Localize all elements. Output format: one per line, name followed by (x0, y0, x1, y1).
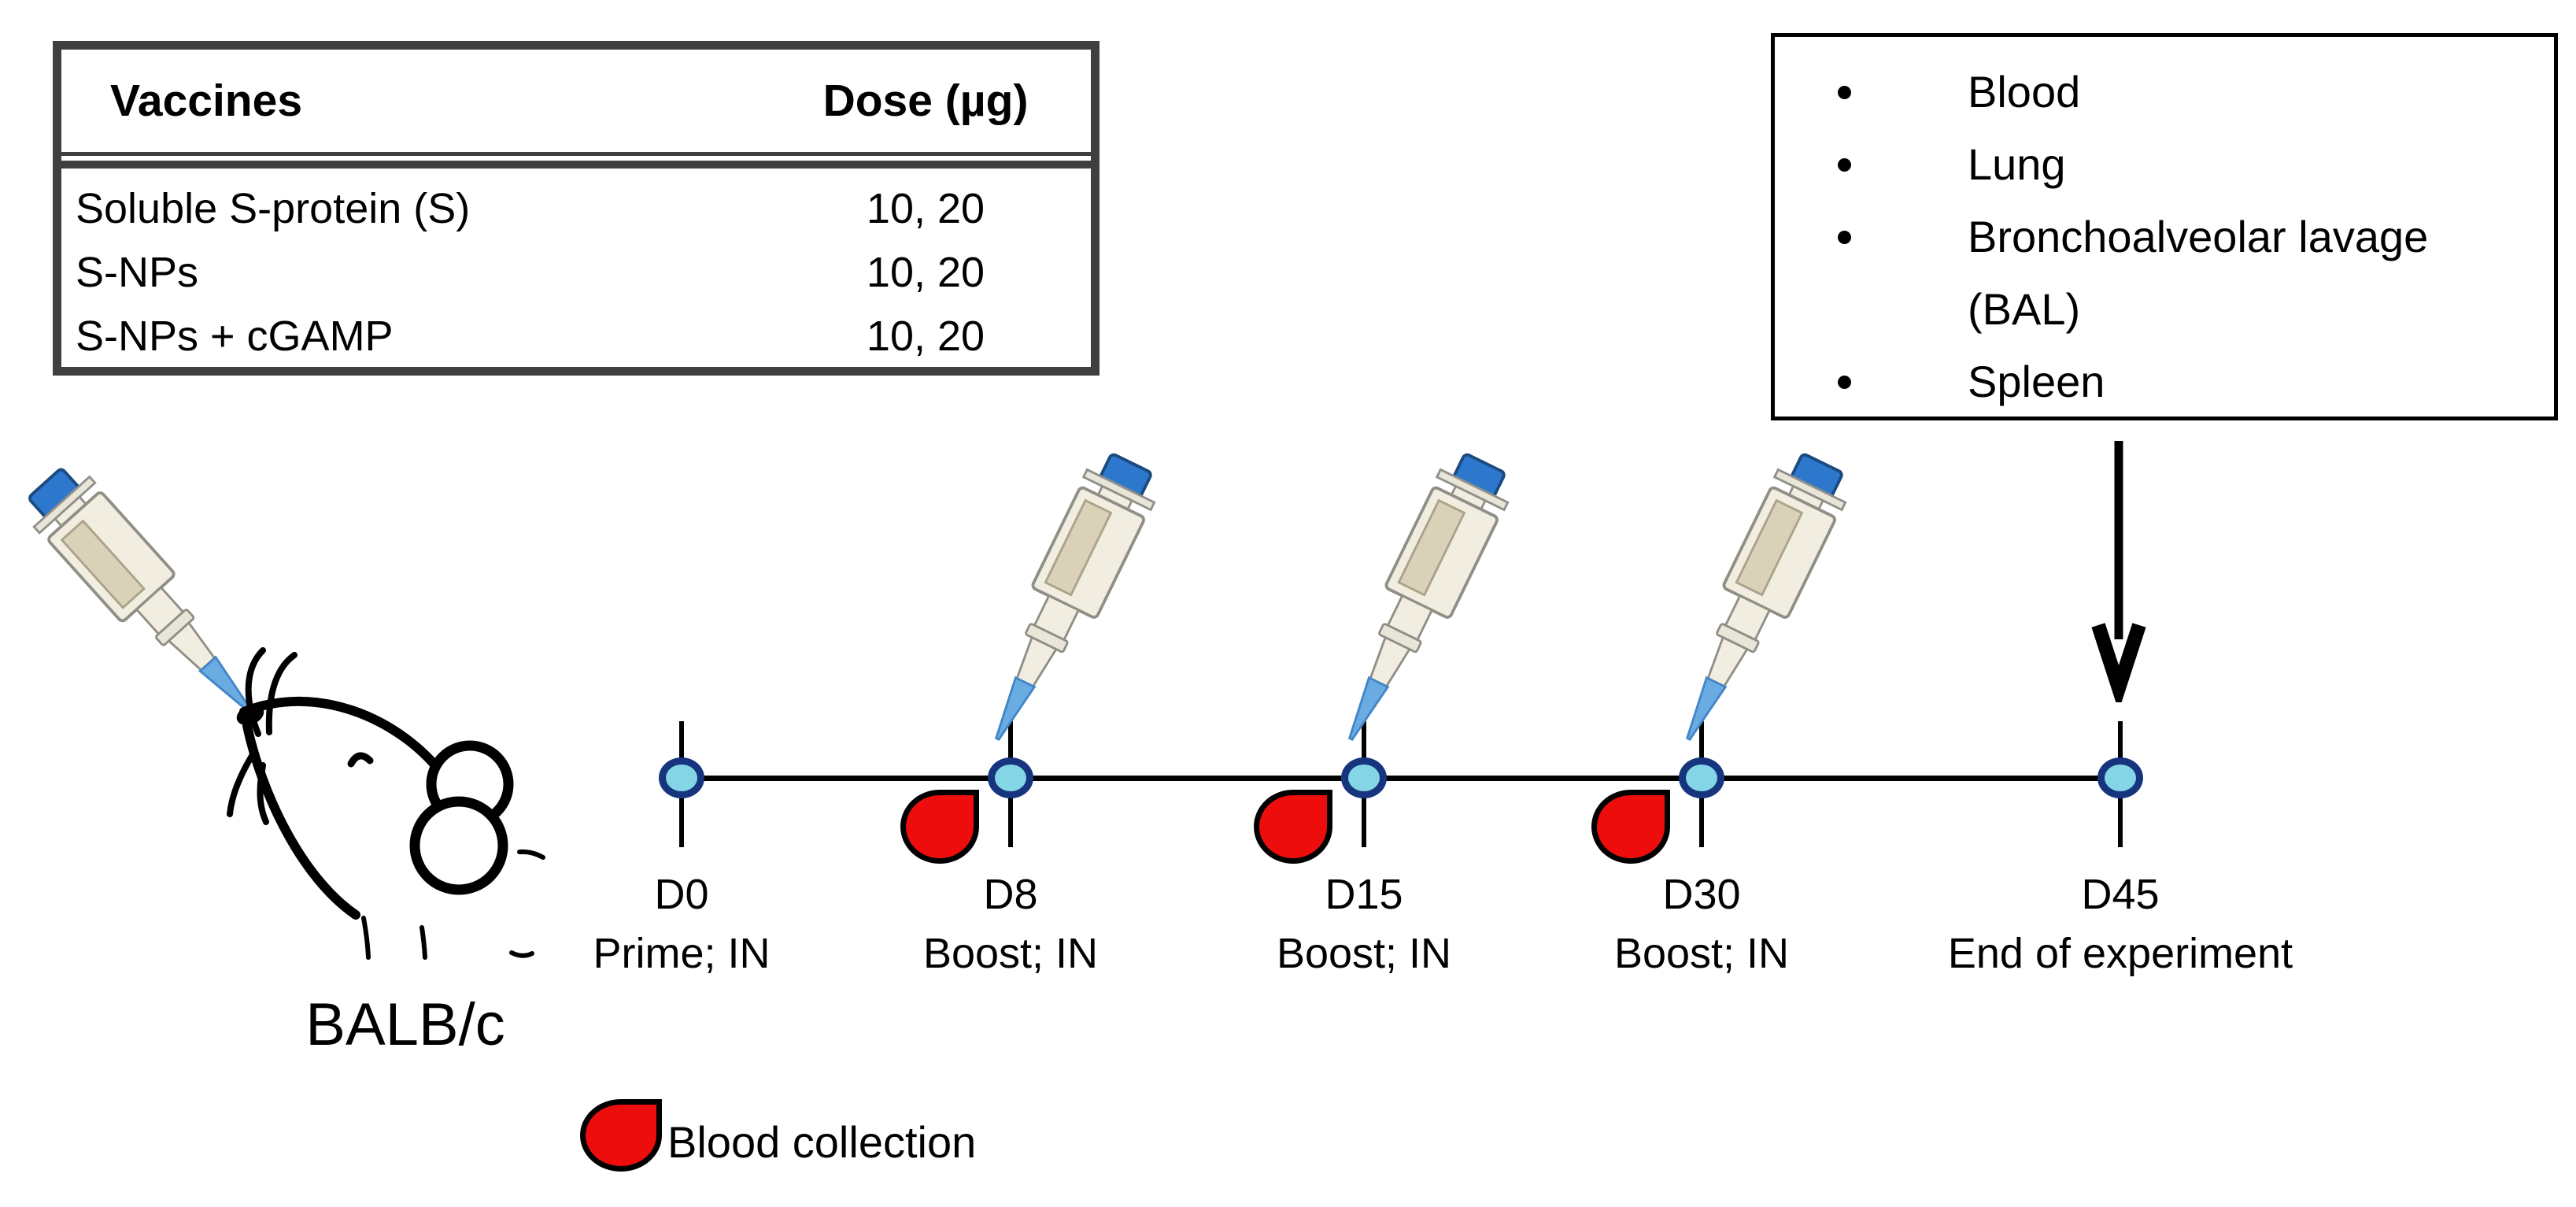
vaccine-dose: 10, 20 (866, 312, 985, 360)
timeline-day-label: D15 (1325, 871, 1403, 918)
pipette-icon (1282, 426, 1554, 775)
vaccine-name: S-NPs + cGAMP (76, 312, 394, 360)
timeline-day-label: D0 (654, 871, 709, 918)
timeline-event-label: Prime; IN (593, 930, 771, 977)
pipette-icon (1620, 426, 1892, 775)
table-header-dose: Dose (µg) (822, 76, 1029, 126)
mouse-icon (227, 647, 545, 960)
table-header-vaccines: Vaccines (110, 76, 303, 126)
down-arrow-icon (2091, 441, 2146, 702)
table-divider-line-thick (61, 161, 1091, 168)
blood-drop-icon (1254, 790, 1332, 864)
sample-item: Bronchoalveolar lavage (BAL) (1775, 201, 2530, 346)
timeline-event-label: Boost; IN (922, 930, 1099, 977)
table-divider-line (61, 152, 1091, 156)
vaccine-dose-table: Vaccines Dose (µg) Soluble S-protein (S)… (53, 41, 1100, 376)
timeline-day-label: D45 (2081, 871, 2160, 918)
timeline-node-icon (1679, 757, 1724, 798)
timeline-day-label: D30 (1662, 871, 1741, 918)
samples-list-box: Blood Lung Bronchoalveolar lavage (BAL) … (1771, 33, 2558, 420)
sample-item: Spleen (1775, 346, 2530, 418)
table-body: Soluble S-protein (S) 10, 20 S-NPs 10, 2… (61, 168, 1091, 368)
vaccine-name: S-NPs (76, 248, 199, 296)
samples-list: Blood Lung Bronchoalveolar lavage (BAL) … (1775, 37, 2554, 418)
timeline-event-label: Boost; IN (1276, 930, 1452, 977)
timeline-node-icon (659, 757, 704, 798)
table-divider-gap (61, 156, 1091, 161)
sample-item: Lung (1775, 128, 2530, 201)
blood-drop-icon (900, 790, 979, 864)
timeline-line (682, 776, 2120, 781)
legend-blood-collection-label: Blood collection (667, 1117, 977, 1167)
table-header-row: Vaccines Dose (µg) (61, 50, 1091, 152)
blood-drop-icon (580, 1099, 662, 1172)
timeline-node-icon (988, 757, 1033, 798)
timeline-event-label: End of experiment (1947, 930, 2293, 977)
timeline-node-icon (1341, 757, 1387, 798)
mouse-nose (236, 704, 264, 726)
vaccine-name: Soluble S-protein (S) (76, 184, 471, 232)
sample-item: Blood (1775, 56, 2530, 128)
timeline-node-icon (2097, 757, 2143, 798)
vaccine-dose: 10, 20 (866, 184, 985, 232)
table-row: S-NPs 10, 20 (61, 240, 1091, 304)
pipette-icon (929, 426, 1201, 775)
vaccine-dose: 10, 20 (866, 248, 985, 296)
timeline-event-label: Boost; IN (1613, 930, 1790, 977)
table-row: Soluble S-protein (S) 10, 20 (61, 176, 1091, 240)
blood-drop-icon (1591, 790, 1670, 864)
timeline-day-label: D8 (983, 871, 1038, 918)
strain-label: BALB/c (305, 991, 505, 1058)
table-row: S-NPs + cGAMP 10, 20 (61, 304, 1091, 368)
